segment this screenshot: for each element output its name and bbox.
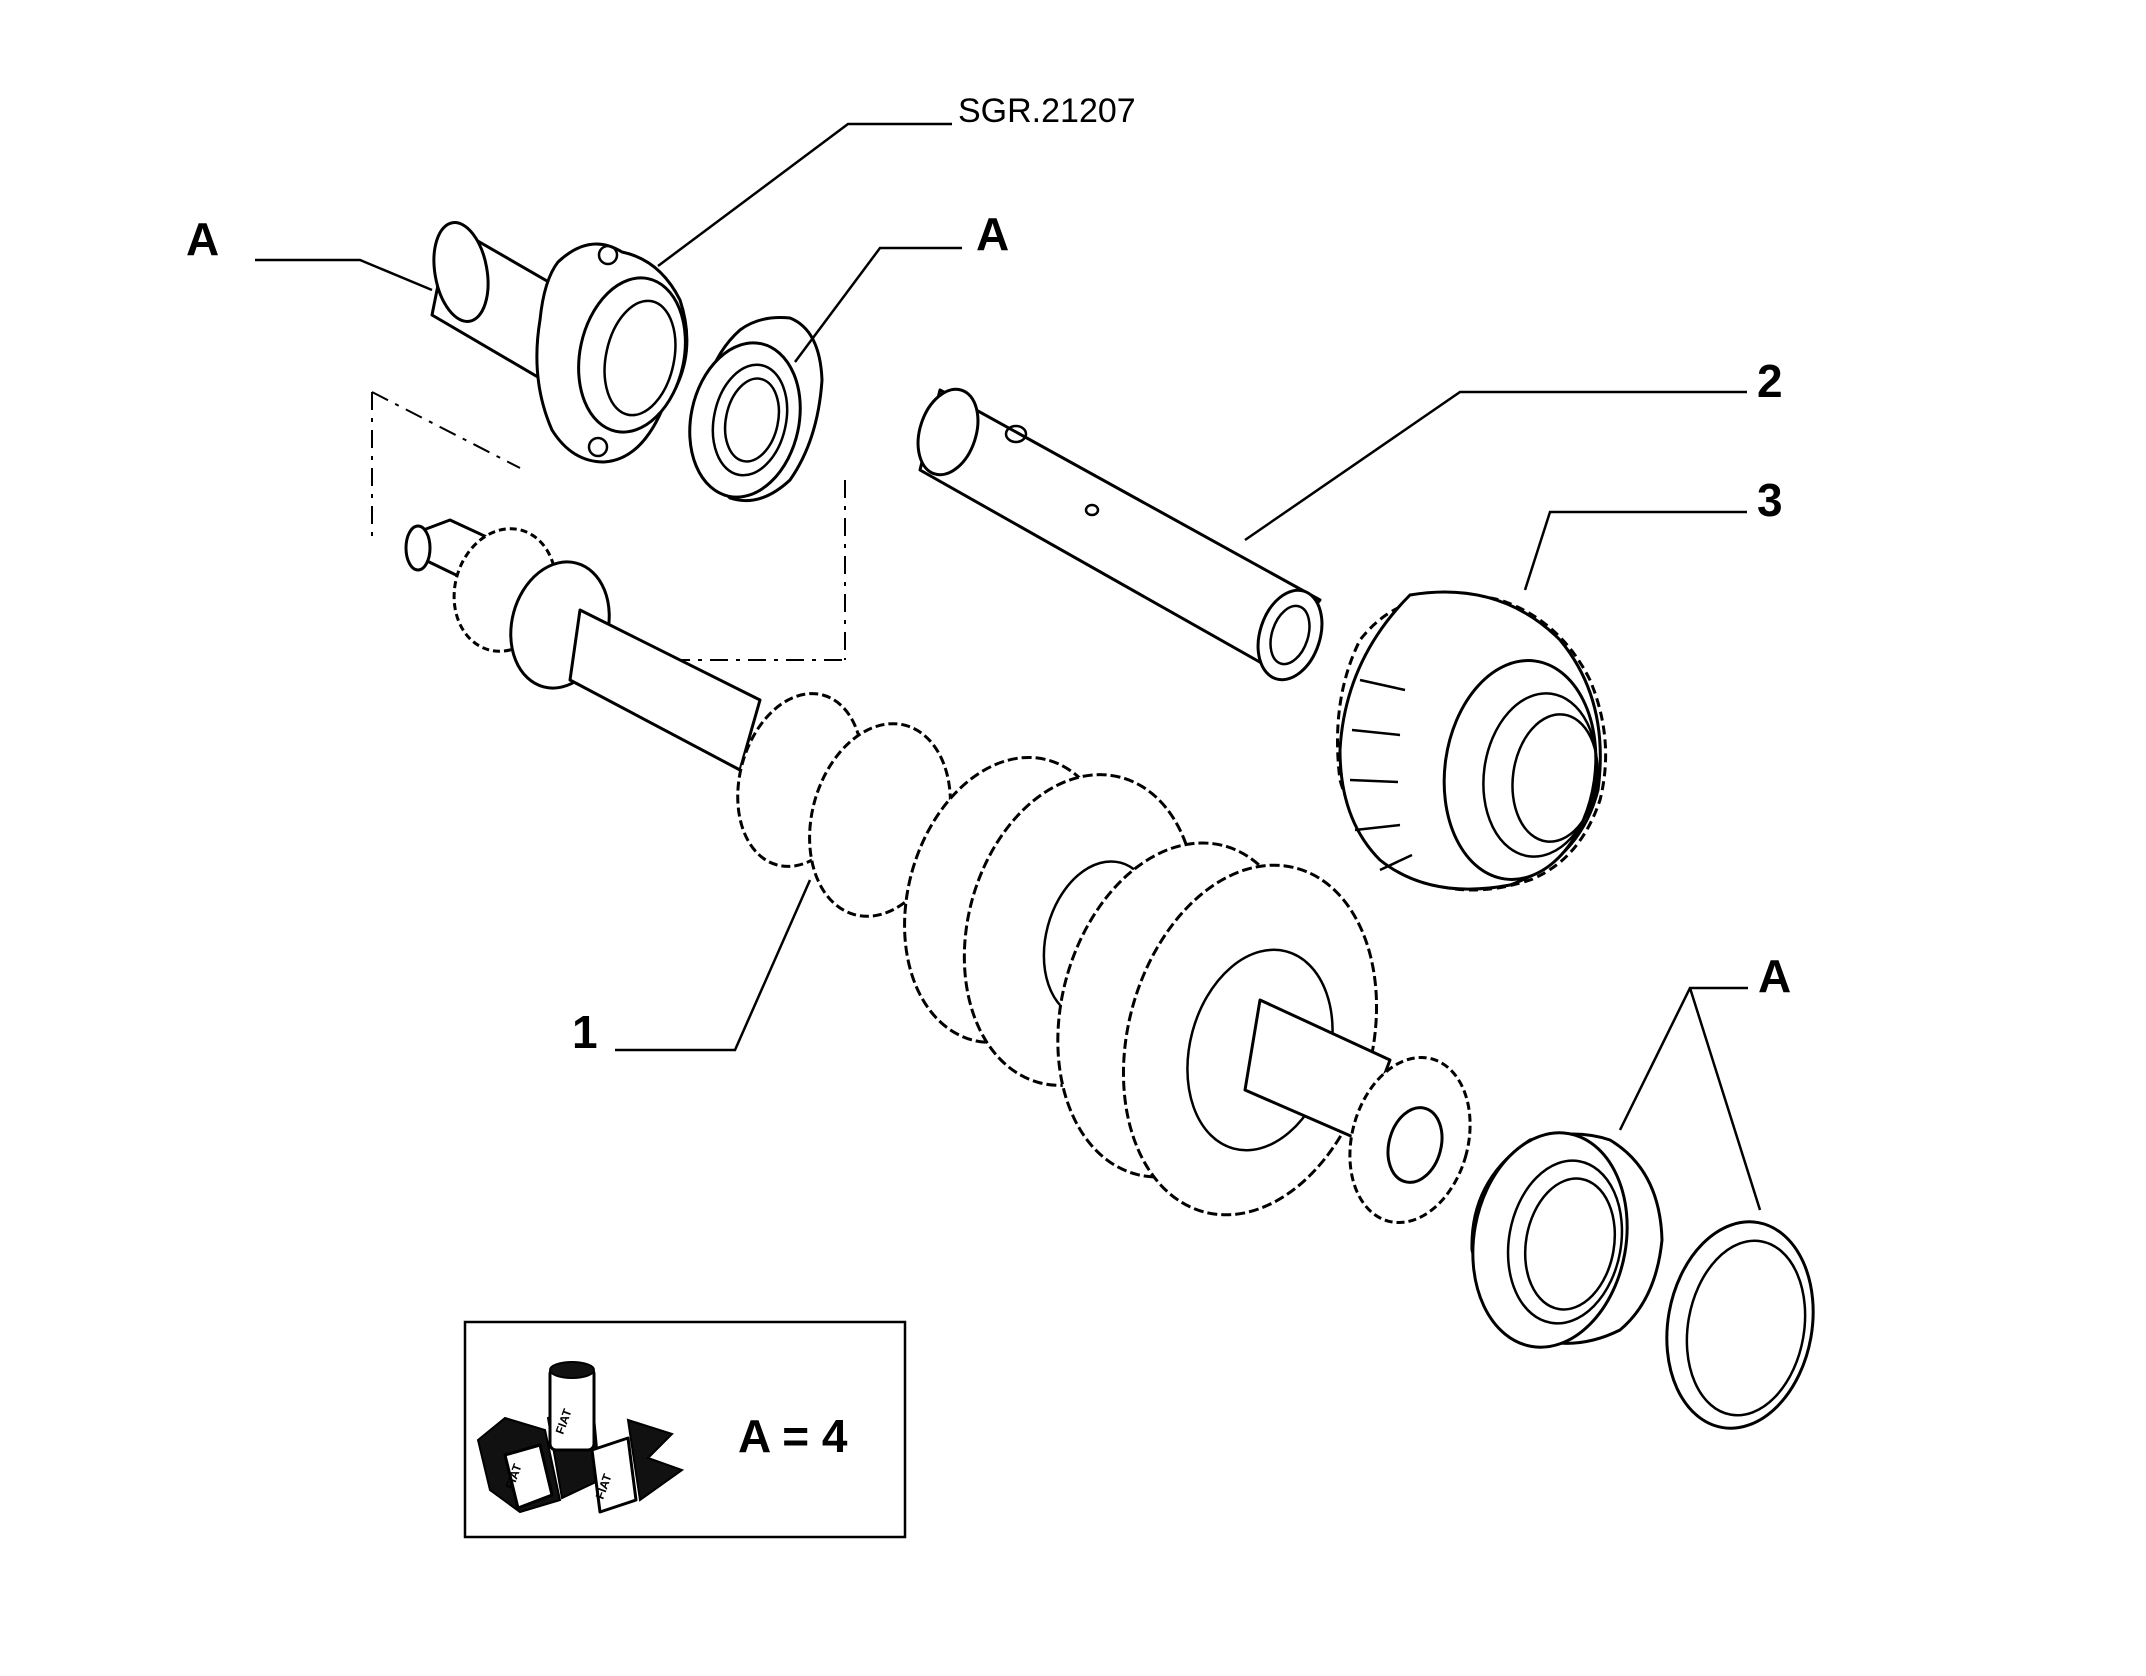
idler-shaft <box>916 387 1324 682</box>
fiat-parts-logo: FIAT FIAT FIAT <box>476 1361 685 1514</box>
ball-bearing-large <box>1470 1131 1664 1349</box>
callout-a-top-left-leader <box>255 258 433 292</box>
callout-a-bottom-right-leader <box>1618 986 1762 1211</box>
quantity-legend: FIAT FIAT FIAT A = 4 <box>463 1320 907 1539</box>
main-gear-shaft <box>404 518 1472 1225</box>
drawing-code-label: SGR.21207 <box>958 92 1136 130</box>
callout-3-leader <box>1523 510 1747 591</box>
callout-2-leader <box>1244 390 1747 542</box>
callout-3: 3 <box>1757 474 1783 526</box>
reverse-idler-gear <box>1336 590 1608 892</box>
assembly-bracket <box>371 391 846 661</box>
callout-1: 1 <box>572 1006 598 1058</box>
legend-equation: A = 4 <box>738 1410 848 1462</box>
callout-a-top-middle: A <box>976 208 1009 260</box>
callout-a-top-left: A <box>186 213 219 265</box>
guide-sleeve <box>430 221 689 464</box>
callout-2: 2 <box>1757 355 1783 407</box>
callout-a-bottom-right: A <box>1758 950 1791 1002</box>
ball-bearing-small <box>688 316 824 503</box>
callout-a-top-middle-leader <box>793 246 962 363</box>
callout-1-leader <box>615 879 812 1052</box>
retaining-ring <box>1665 1220 1815 1430</box>
drawing-code-leader <box>657 122 952 268</box>
